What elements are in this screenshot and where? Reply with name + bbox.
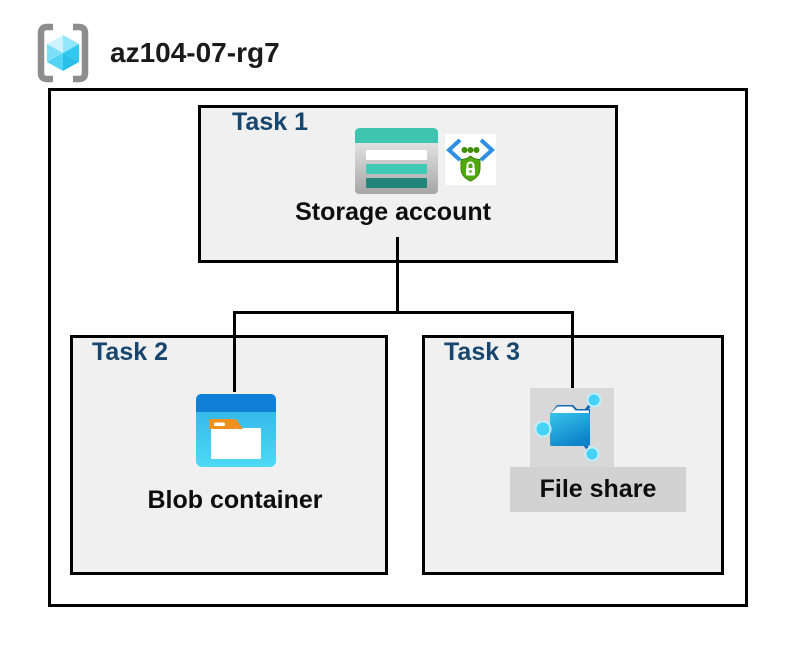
storage-account-icon [355, 128, 438, 194]
file-share-label-band: File share [510, 467, 686, 512]
task1-label: Task 1 [232, 108, 308, 136]
connector-to-fileshare [571, 311, 574, 390]
resource-group-title: az104-07-rg7 [110, 37, 280, 68]
storage-account-label: Storage account [295, 198, 491, 226]
file-share-label: File share [539, 474, 657, 503]
blob-container-label: Blob container [147, 486, 323, 514]
connector-horizontal [233, 311, 574, 314]
file-share-icon [534, 392, 602, 462]
task2-label: Task 2 [92, 338, 168, 366]
connector-storage-stem [396, 237, 399, 314]
task3-label: Task 3 [444, 338, 520, 366]
blob-container-icon [196, 394, 276, 467]
connector-to-blob [233, 311, 236, 392]
secure-access-icon [445, 134, 496, 185]
resource-group-icon [37, 23, 89, 83]
